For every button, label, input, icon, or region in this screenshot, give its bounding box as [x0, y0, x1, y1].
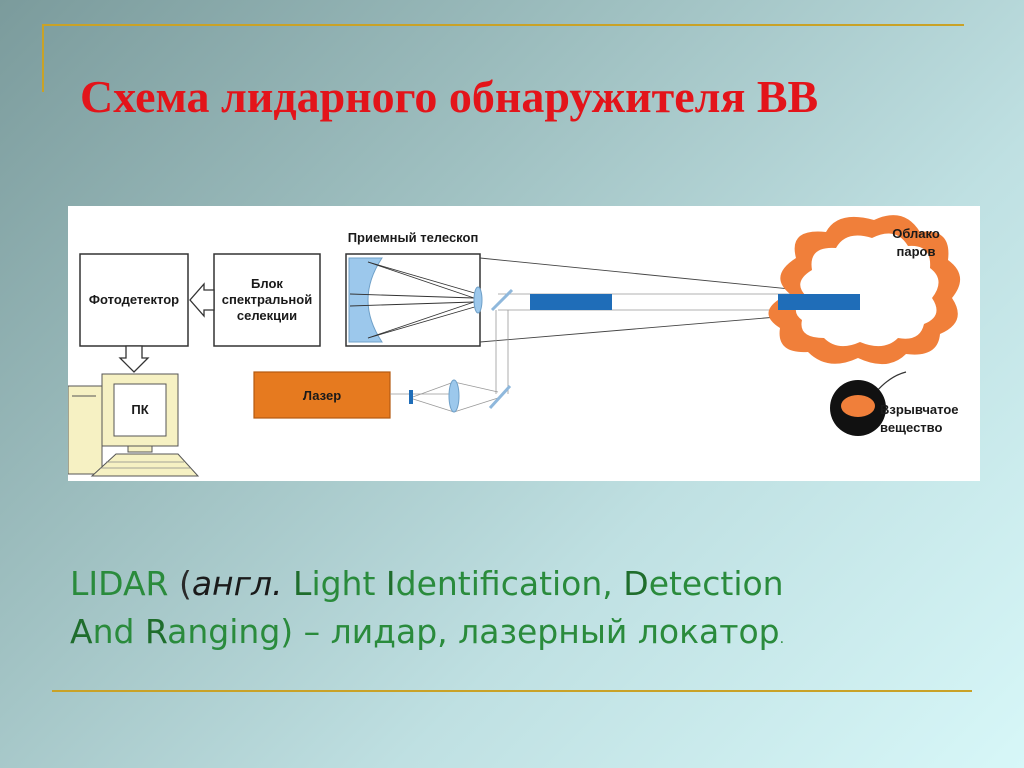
spectral-block-label-1: Блок: [251, 276, 283, 291]
caption-space: [283, 564, 294, 603]
caption-R: R: [144, 612, 168, 651]
photodetector-label: Фотодетектор: [88, 292, 180, 307]
lidar-caption: LIDAR (англ. Light Identification, Detec…: [70, 560, 970, 663]
telescope-mirror: [348, 257, 383, 343]
lidar-diagram: Фотодетектор Блок спектральной селекции …: [68, 206, 980, 481]
lidar-diagram-svg: [68, 215, 961, 477]
arrow-to-pc: [118, 345, 150, 373]
spectral-block-label-3: селекции: [236, 308, 298, 323]
upper-beam-mirror: [490, 288, 514, 312]
spectral-block-label-2: спектральной: [221, 292, 313, 307]
caption-rest: anging) – лидар, лазерный локатор: [167, 612, 780, 651]
top-gold-line: [42, 24, 964, 26]
laser-label: Лазер: [302, 388, 342, 403]
caption-I: I: [385, 564, 396, 603]
caption-A: A: [70, 612, 93, 651]
telescope-label: Приемный телескоп: [347, 230, 479, 245]
explosive-label-1: Взрывчатое: [880, 402, 959, 417]
slide-title: Схема лидарного обнаружителя ВВ: [80, 71, 819, 122]
laser-aperture: [409, 390, 413, 404]
telescope-lens: [473, 286, 483, 314]
caption-nd: nd: [92, 612, 145, 651]
explosive-icon: [830, 371, 907, 436]
caption-dentification: dentification,: [395, 564, 624, 603]
caption-lidar: LIDAR: [70, 564, 169, 603]
vapor-cloud-inner: [795, 233, 939, 347]
caption-etection: etection: [648, 564, 784, 603]
caption-L: L: [293, 564, 312, 603]
laser-lens: [448, 379, 460, 413]
caption-line-2: And Ranging) – лидар, лазерный локатор.: [70, 608, 970, 663]
explosive-label-2: вещество: [880, 420, 943, 435]
cloud-label-2: паров: [896, 244, 936, 259]
pc-label: ПК: [131, 402, 149, 417]
caption-dot: .: [779, 631, 785, 647]
caption-D: D: [623, 564, 649, 603]
cloud-label-1: Облако: [892, 226, 940, 241]
telescope-rays: [349, 261, 479, 339]
beam-segment-in-cloud: [778, 294, 860, 310]
caption-line-1: LIDAR (англ. Light Identification, Detec…: [70, 560, 970, 608]
pc-icon: [68, 373, 200, 477]
arrow-to-photodetector: [189, 282, 215, 318]
bottom-gold-line: [52, 690, 972, 692]
spectral-block-box: [213, 253, 321, 347]
left-gold-line: [42, 24, 44, 92]
lower-beam-mirror: [488, 384, 512, 410]
beam-segment-1: [530, 294, 612, 310]
caption-ight: ight: [311, 564, 386, 603]
caption-angl: англ.: [191, 564, 283, 603]
laser-beam-lines: [390, 381, 499, 413]
photodetector-box: [79, 253, 189, 347]
caption-open: (: [168, 564, 192, 603]
laser-box: [253, 371, 391, 419]
